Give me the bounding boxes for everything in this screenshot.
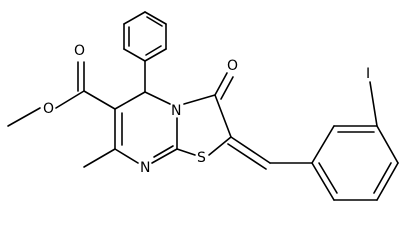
nitrogen-label: N: [171, 103, 181, 119]
bond: [146, 16, 163, 27]
atom-label-iodine: I: [366, 66, 370, 82]
bond: [214, 94, 232, 138]
atom-label-ketone-o: O: [227, 58, 238, 74]
bond: [227, 143, 267, 170]
bond: [7, 107, 41, 127]
bond: [55, 90, 85, 109]
ester-group: [7, 61, 116, 127]
bond: [123, 11, 146, 25]
bond: [373, 162, 392, 194]
pyrimidine-ring: [114, 91, 178, 164]
bond: [230, 136, 271, 164]
iodophenyl-ring: [311, 125, 399, 201]
bond: [83, 148, 116, 168]
bond: [311, 162, 335, 201]
bond: [144, 91, 171, 105]
bond: [114, 148, 139, 164]
bond: [144, 11, 167, 25]
thiazole-ring: [176, 94, 232, 156]
bond: [183, 94, 216, 105]
atom-label-ester-o-single: O: [43, 101, 54, 117]
bond: [376, 162, 399, 201]
bond: [318, 162, 338, 194]
bond: [145, 45, 162, 56]
atom-label-ester-o-double: O: [74, 43, 85, 59]
bond: [311, 125, 335, 164]
bond: [153, 145, 174, 158]
bond: [208, 136, 232, 156]
iodine-label: I: [366, 66, 370, 82]
oxygen-label: O: [227, 58, 238, 74]
bond: [220, 76, 234, 100]
phenyl-ring: [123, 11, 167, 62]
bond: [376, 125, 399, 164]
oxygen-label: O: [43, 101, 54, 117]
atom-label-ring-s: S: [197, 150, 206, 166]
bond: [83, 90, 116, 110]
bond: [176, 148, 196, 156]
sulfur-label: S: [197, 150, 206, 166]
bond: [214, 72, 228, 96]
nitrogen-label: N: [140, 160, 150, 176]
bond: [151, 148, 178, 164]
atom-label-imine-n: N: [140, 160, 150, 176]
oxygen-label: O: [74, 43, 85, 59]
bond: [114, 91, 146, 110]
atom-label-ring-n: N: [171, 103, 181, 119]
bond: [123, 48, 146, 62]
bond: [144, 48, 167, 62]
bond: [369, 81, 378, 127]
